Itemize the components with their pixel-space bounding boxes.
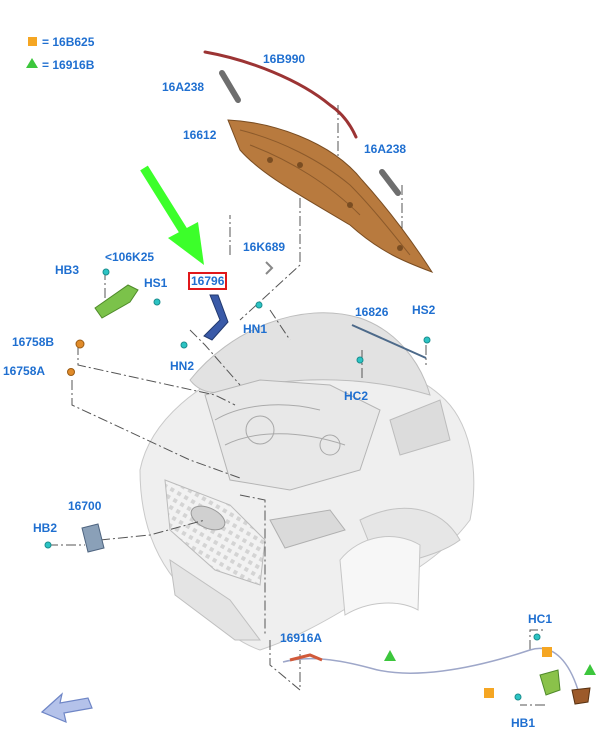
marker-triangle-1 [384,650,396,661]
release-handle [539,669,561,696]
label-16A238-left[interactable]: 16A238 [162,80,205,94]
legend-eq: = [42,58,50,72]
release-cable [282,647,579,691]
legend-item-1: = 16B625 [42,35,94,49]
label-16826[interactable]: 16826 [355,305,389,319]
label-16B990[interactable]: 16B990 [263,52,306,66]
legend-part: 16916B [52,58,95,72]
green-arrow-icon [140,165,204,265]
label-HB3[interactable]: HB3 [55,263,80,277]
cable-handle [289,653,323,662]
label-16A238-right[interactable]: 16A238 [364,142,407,156]
prop-clip [265,261,274,275]
support-rod [351,324,427,359]
legend-triangle-icon [26,58,38,68]
legend-part: 16B625 [52,35,95,49]
label-106K25[interactable]: <106K25 [105,250,155,264]
label-HS1[interactable]: HS1 [144,276,168,290]
marker-square-2 [484,688,494,698]
bumper-right [379,169,401,196]
label-HC1[interactable]: HC1 [528,612,553,626]
label-HN2[interactable]: HN2 [170,359,195,373]
hood-seal [203,50,358,139]
label-16758B[interactable]: 16758B [12,335,55,349]
legend-square-icon [28,37,37,46]
hood-panel [227,119,434,273]
cable-end [571,687,591,705]
marker-triangle-2 [584,664,596,675]
bolt-16758B [75,339,85,349]
label-HB2[interactable]: HB2 [33,521,58,535]
label-HN1[interactable]: HN1 [243,322,268,336]
leader-lines [48,105,545,706]
label-HS2[interactable]: HS2 [412,303,436,317]
label-16796[interactable]: 16796 [188,272,228,290]
label-16612[interactable]: 16612 [183,128,217,142]
label-16700[interactable]: 16700 [68,499,102,513]
hood-hinge [203,294,229,341]
hood-latch [81,523,105,553]
bumper-left [219,70,241,103]
label-16758A[interactable]: 16758A [3,364,46,378]
label-16916A[interactable]: 16916A [280,631,323,645]
bolt-16758A [67,368,75,376]
label-HC2[interactable]: HC2 [344,389,369,403]
fastener-clips [44,268,541,701]
marker-square-1 [542,647,552,657]
blue-arrow-icon [40,692,93,723]
latch-bracket [94,284,139,319]
vehicle-front [139,312,475,651]
label-HB1[interactable]: HB1 [511,716,536,730]
legend-eq: = [42,35,50,49]
label-16K689[interactable]: 16K689 [243,240,286,254]
legend-item-2: = 16916B [42,58,94,72]
